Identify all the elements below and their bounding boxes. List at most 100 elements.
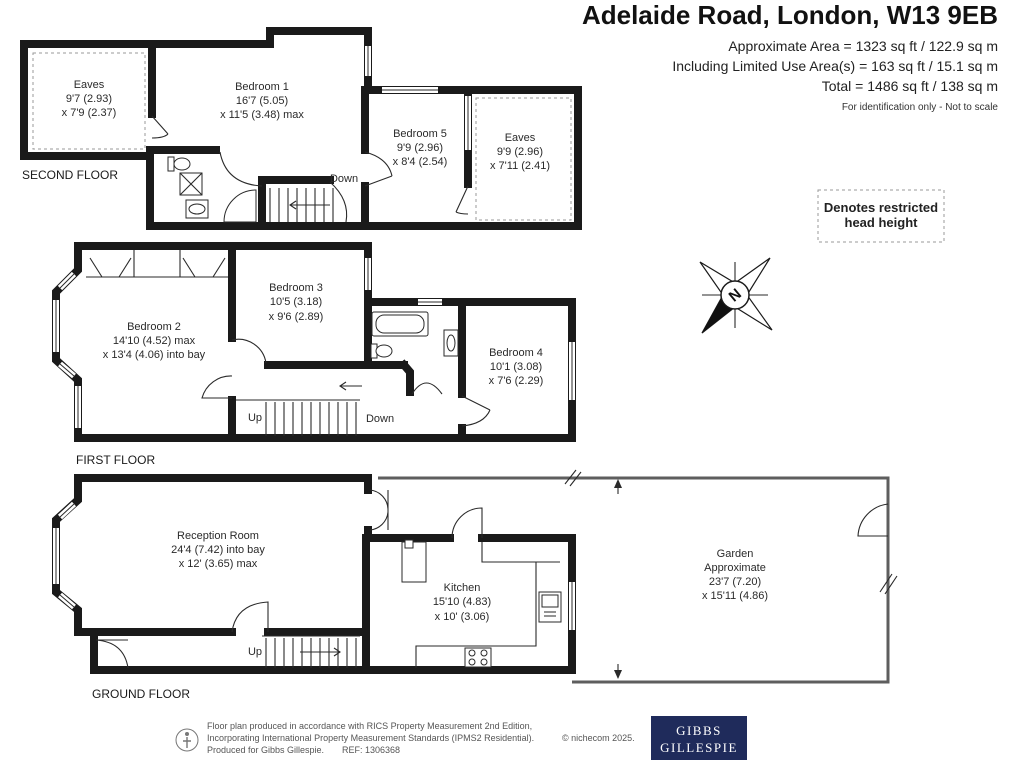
- bedroom-3-dim-2: x 9'6 (2.89): [269, 311, 324, 323]
- disclaimer: For identification only - Not to scale: [842, 102, 999, 113]
- bedroom-3-name: Bedroom 3: [269, 282, 323, 294]
- garden-gate: [857, 503, 889, 537]
- second-floor-outer-wall: [20, 27, 582, 230]
- stair-arrow: [289, 200, 330, 210]
- bathroom-door: [411, 382, 443, 395]
- kitchen-dim-1: 15'10 (4.83): [433, 596, 491, 608]
- bedroom-4-name: Bedroom 4: [489, 347, 543, 359]
- stair-treads: [265, 402, 357, 436]
- toilet-bowl: [375, 344, 393, 358]
- eaves-right-restricted-area: [475, 97, 572, 221]
- first-floor-label: FIRST FLOOR: [76, 453, 155, 467]
- bath-inner: [375, 314, 425, 334]
- basin-bowl: [188, 203, 206, 215]
- reception-dim-2: x 12' (3.65) max: [179, 558, 258, 570]
- window: [58, 361, 76, 379]
- bedroom-2-door: [201, 375, 233, 399]
- page-title: Adelaide Road, London, W13 9EB: [582, 0, 998, 30]
- header: Adelaide Road, London, W13 9EB Approxima…: [582, 0, 998, 113]
- stair-arrow: [300, 647, 341, 657]
- bedroom-1-door: [219, 151, 263, 187]
- hob-ring: [468, 658, 476, 666]
- shower-cross: [179, 172, 203, 196]
- bedroom-2-name: Bedroom 2: [127, 321, 181, 333]
- kitchen-fixtures: [401, 539, 562, 668]
- footer-reference: REF: 1306368: [342, 745, 400, 755]
- first-floor-bathroom-fixtures: [370, 311, 459, 359]
- hob-ring: [480, 658, 488, 666]
- toilet: [167, 156, 175, 172]
- first-floor-stairs: [236, 381, 362, 436]
- first-floor-stairs-up-label: Up: [248, 412, 262, 424]
- hob-ring: [480, 649, 488, 657]
- bedroom-1-name: Bedroom 1: [235, 81, 289, 93]
- ground-floor-plan: Reception Room 24'4 (7.42) into bay x 12…: [52, 469, 898, 701]
- first-floor-plan: Bedroom 2 14'10 (4.52) max x 13'4 (4.06)…: [52, 242, 576, 467]
- garden-dim-1: 23'7 (7.20): [709, 576, 761, 588]
- stair-curve: [329, 181, 348, 223]
- window: [382, 87, 438, 93]
- ground-floor-outer-wall: [52, 474, 576, 674]
- limited-use-area: Including Limited Use Area(s) = 163 sq f…: [672, 58, 998, 74]
- second-floor-label: SECOND FLOOR: [22, 168, 118, 182]
- ground-floor-stairs: [262, 635, 360, 668]
- legend-text-line-1: Denotes restricted: [824, 200, 938, 215]
- basin-bowl: [446, 334, 456, 352]
- bedroom-5-dim-2: x 8'4 (2.54): [393, 156, 448, 168]
- hob-ring: [468, 649, 476, 657]
- garden-dim-2: x 15'11 (4.86): [702, 590, 768, 602]
- restricted-height-legend: Denotes restricted head height: [817, 189, 945, 243]
- kitchen-name: Kitchen: [444, 582, 481, 594]
- worktop-bottom: [415, 642, 537, 668]
- garden-dimension-arrows: [614, 479, 622, 679]
- footer-line-3: Produced for Gibbs Gillespie.: [207, 745, 324, 755]
- entrance-door: [95, 639, 129, 669]
- bedroom-5-door: [364, 151, 393, 187]
- french-doors: [369, 489, 389, 531]
- logo-line-2: GILLESPIE: [660, 740, 738, 755]
- bedroom-4-door: [461, 395, 491, 427]
- wardrobes: [86, 250, 228, 278]
- bedroom-3-dim-1: 10'5 (3.18): [270, 296, 322, 308]
- bedroom-1-dim-1: 16'7 (5.05): [236, 95, 288, 107]
- chimney-flue: [404, 539, 414, 549]
- window: [58, 592, 76, 610]
- second-floor-stairs-down-label: Down: [330, 173, 358, 185]
- person-icon: [175, 728, 199, 752]
- bedroom-4-dim-2: x 7'6 (2.29): [489, 375, 544, 387]
- footer-line-2: Incorporating International Property Mea…: [207, 733, 534, 743]
- footer-line-1: Floor plan produced in accordance with R…: [207, 721, 532, 731]
- eaves-right-name: Eaves: [505, 132, 536, 144]
- logo-background: [651, 716, 747, 760]
- second-floor-stairs: [269, 181, 348, 223]
- reception-dim-1: 24'4 (7.42) into bay: [171, 544, 265, 556]
- eaves-left-name: Eaves: [74, 79, 105, 91]
- garden-name: Garden: [717, 548, 754, 560]
- gibbs-gillespie-logo: GIBBS GILLESPIE: [651, 716, 747, 760]
- eaves-right-door: [455, 185, 469, 215]
- window: [53, 528, 59, 584]
- window: [569, 342, 575, 400]
- bedroom-4-dim-1: 10'1 (3.08): [490, 361, 542, 373]
- ground-floor-stairs-up-label: Up: [248, 646, 262, 658]
- footer-copyright: © nichecom 2025.: [562, 733, 635, 743]
- kitchen-door: [451, 507, 483, 539]
- stair-arrow: [339, 381, 362, 391]
- window: [418, 299, 442, 305]
- reception-name: Reception Room: [177, 530, 259, 542]
- compass-icon: N: [699, 257, 773, 334]
- total-area: Total = 1486 sq ft / 138 sq m: [822, 78, 998, 94]
- eaves-right-dim-2: x 7'11 (2.41): [490, 160, 550, 172]
- window: [465, 96, 471, 150]
- bedroom-2-dim-1: 14'10 (4.52) max: [113, 335, 196, 347]
- eaves-left-dim-2: x 7'9 (2.37): [62, 107, 117, 119]
- bedroom-2-dim-2: x 13'4 (4.06) into bay: [103, 349, 206, 361]
- eaves-left-dim-1: 9'7 (2.93): [66, 93, 112, 105]
- first-floor-stairs-down-label: Down: [366, 413, 394, 425]
- reception-door: [231, 601, 269, 633]
- bedroom-3-door: [231, 338, 267, 364]
- window: [569, 582, 575, 630]
- ground-floor-label: GROUND FLOOR: [92, 687, 190, 701]
- bathroom-fixtures: [167, 156, 257, 223]
